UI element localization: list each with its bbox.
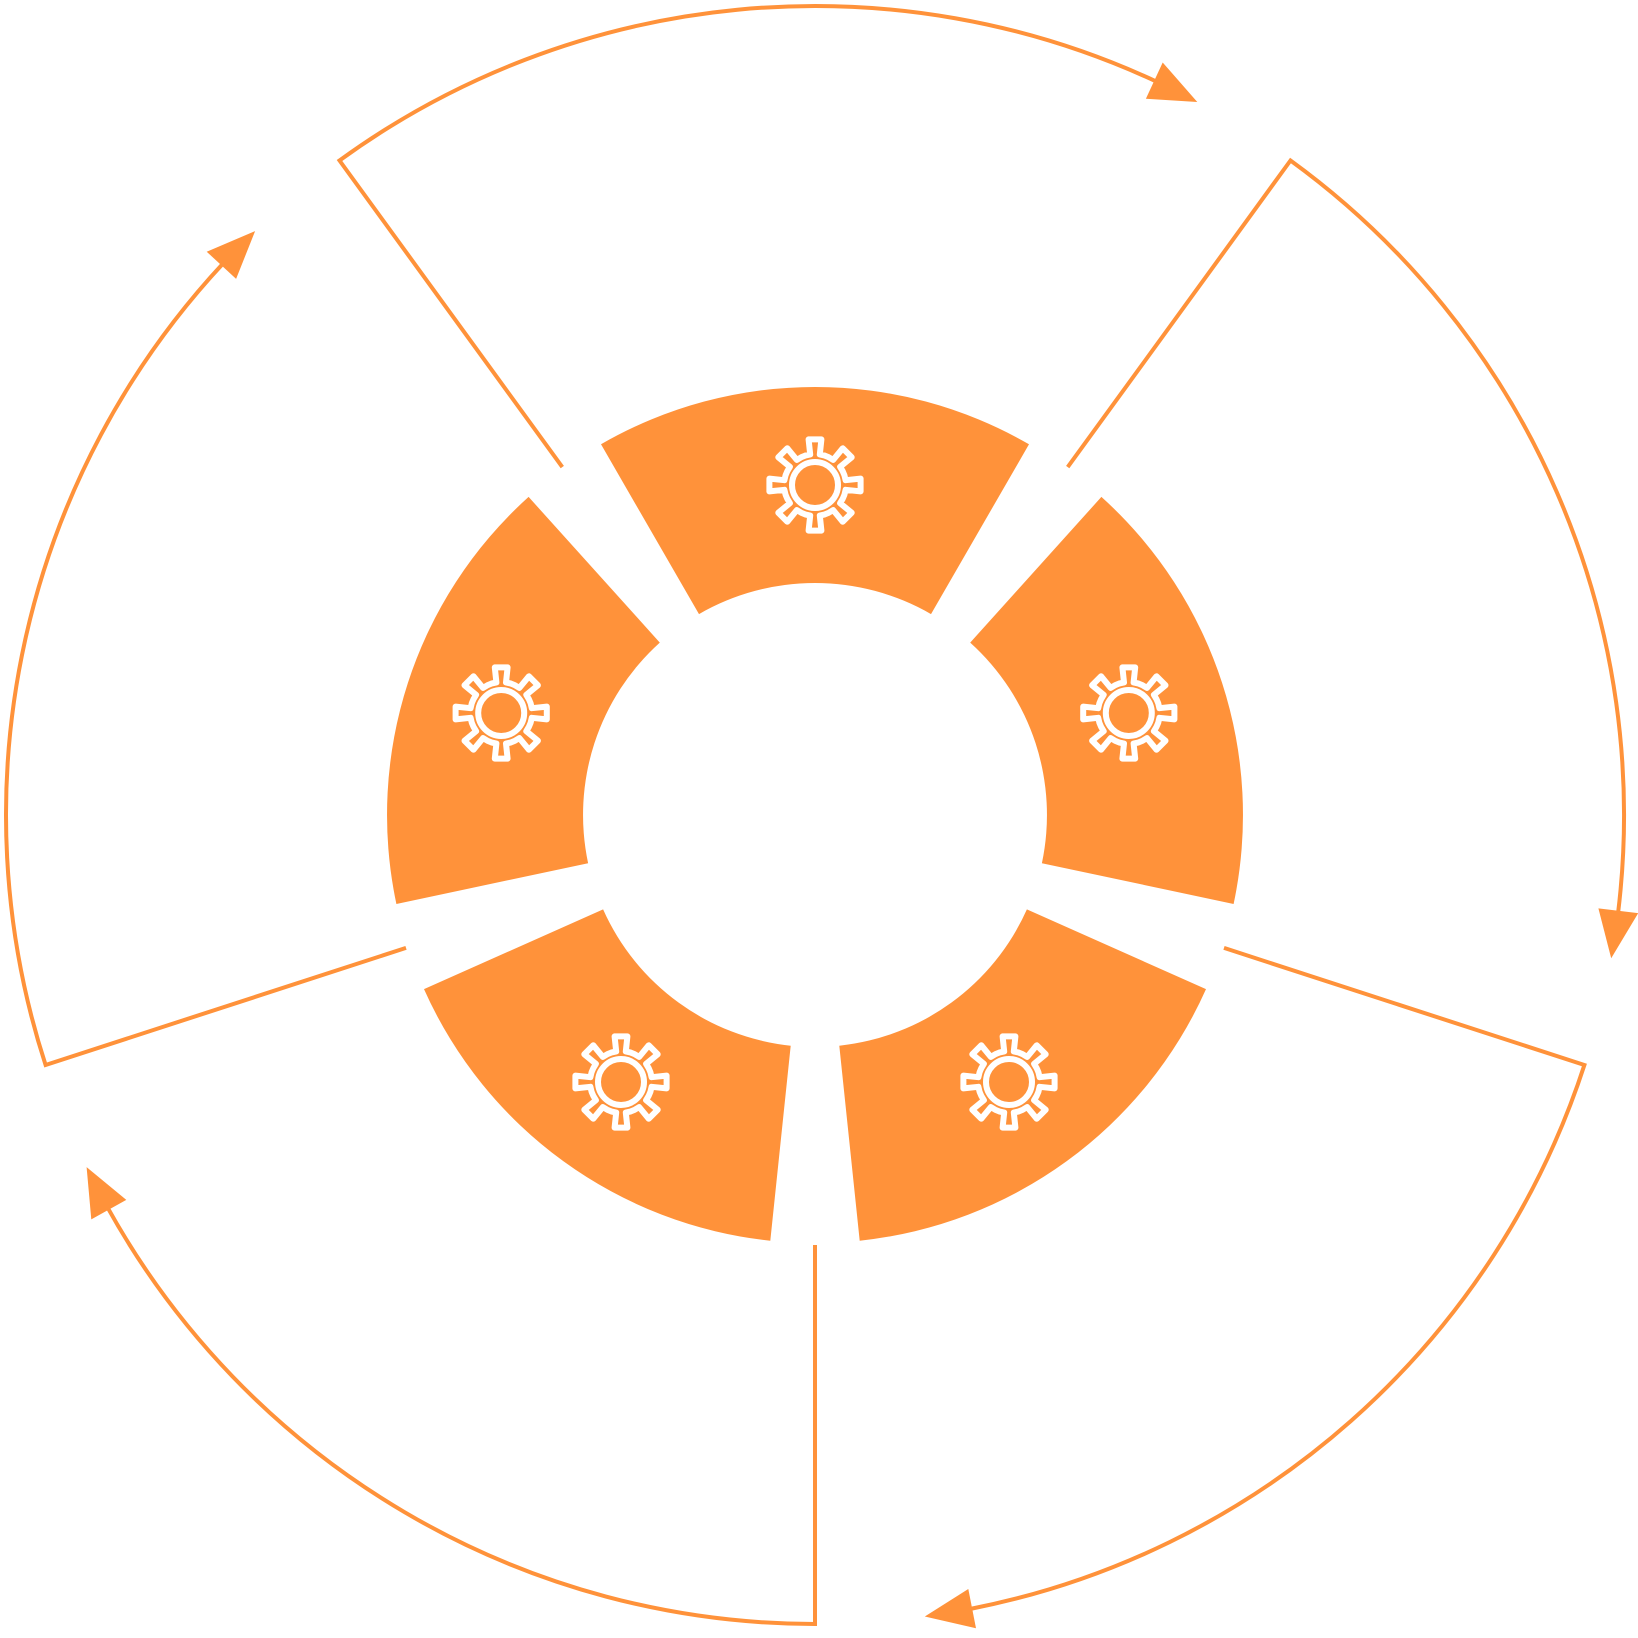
gear-outline — [452, 664, 550, 762]
gear-hub — [1102, 687, 1155, 739]
arrowhead — [206, 231, 256, 279]
arrowhead — [924, 1589, 976, 1629]
gear-outline — [572, 1033, 670, 1131]
gear-icon — [1080, 664, 1178, 762]
icons — [452, 436, 1178, 1131]
gear-icon — [766, 436, 864, 534]
cycle-arrow-bottom-left — [105, 1206, 817, 1627]
cycle-arrow-bottom-right — [969, 945, 1587, 1612]
segment-bottom-left — [424, 909, 791, 1241]
gear-icon — [960, 1033, 1058, 1131]
cycle-arrow-top — [336, 4, 1158, 469]
gear-hub — [595, 1056, 647, 1108]
arrowhead — [1145, 62, 1198, 102]
gear-icon — [572, 1033, 670, 1131]
cycle-arrow-left — [4, 261, 407, 1068]
gear-outline — [960, 1033, 1058, 1131]
outer-arrows — [4, 4, 1638, 1629]
segment-bottom-right — [839, 909, 1206, 1241]
gear-outline — [766, 436, 864, 534]
gear-icon — [452, 664, 550, 762]
arrowhead — [1598, 908, 1638, 959]
gear-hub — [983, 1056, 1035, 1108]
gear-hub — [789, 459, 841, 511]
segment-top — [601, 386, 1029, 615]
arrowhead — [86, 1167, 127, 1220]
segments — [387, 386, 1243, 1241]
gear-hub — [475, 687, 528, 739]
gear-outline — [1080, 664, 1178, 762]
cycle-arrow-right — [1066, 157, 1627, 914]
